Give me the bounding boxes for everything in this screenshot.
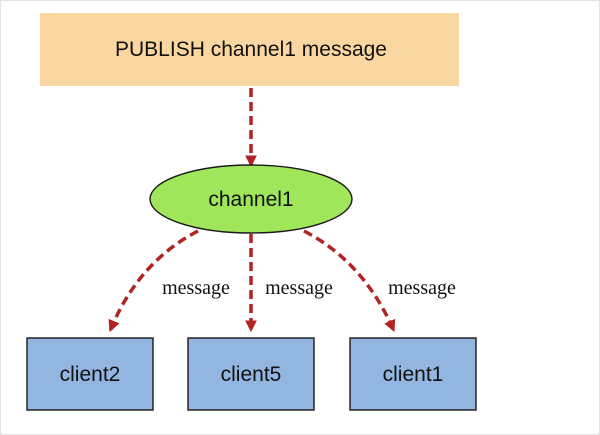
client-box-client5 <box>187 337 315 411</box>
client-label: client1 <box>383 363 444 386</box>
channel-to-client2-arrow <box>108 229 199 333</box>
publish-label: PUBLISH channel1 message <box>115 38 387 61</box>
channel-to-client1-arrow <box>303 229 396 333</box>
channel-node <box>149 164 353 234</box>
publish-box <box>40 13 459 86</box>
edge-label-message: message <box>162 277 230 299</box>
channel-label: channel1 <box>208 188 293 211</box>
client-label: client5 <box>221 363 282 386</box>
edge-label-message: message <box>388 277 456 299</box>
edge-label-message: message <box>265 277 333 299</box>
client-box-client2 <box>26 337 154 411</box>
client-box-client1 <box>349 337 477 411</box>
client-label: client2 <box>60 363 121 386</box>
